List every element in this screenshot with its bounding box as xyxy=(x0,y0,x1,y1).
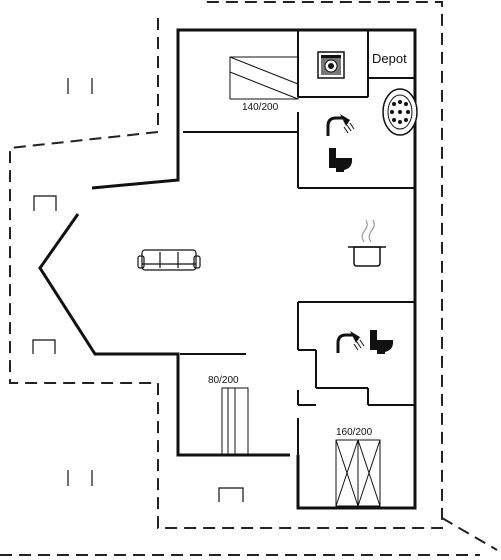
toilet-icon xyxy=(370,330,394,354)
sofa-icon xyxy=(137,249,201,271)
cooking-pot-icon xyxy=(348,219,386,267)
bed-2 xyxy=(221,387,249,455)
whirlpool-icon xyxy=(382,88,418,136)
outer-walls xyxy=(38,28,417,510)
room-label-depot: Depot xyxy=(372,51,407,66)
bed-size-label: 80/200 xyxy=(208,375,239,386)
shower-icon xyxy=(336,331,365,353)
shower-icon xyxy=(326,114,355,136)
terrace-post xyxy=(67,78,93,486)
bed-size-label: 160/200 xyxy=(336,427,373,438)
inner-walls xyxy=(180,30,415,455)
bed-3 xyxy=(335,439,381,507)
washing-machine-icon xyxy=(317,51,345,79)
terrace-chair xyxy=(32,195,244,502)
bed-size-label: 140/200 xyxy=(242,102,279,113)
bed-1 xyxy=(229,56,299,100)
toilet-icon xyxy=(329,148,353,172)
